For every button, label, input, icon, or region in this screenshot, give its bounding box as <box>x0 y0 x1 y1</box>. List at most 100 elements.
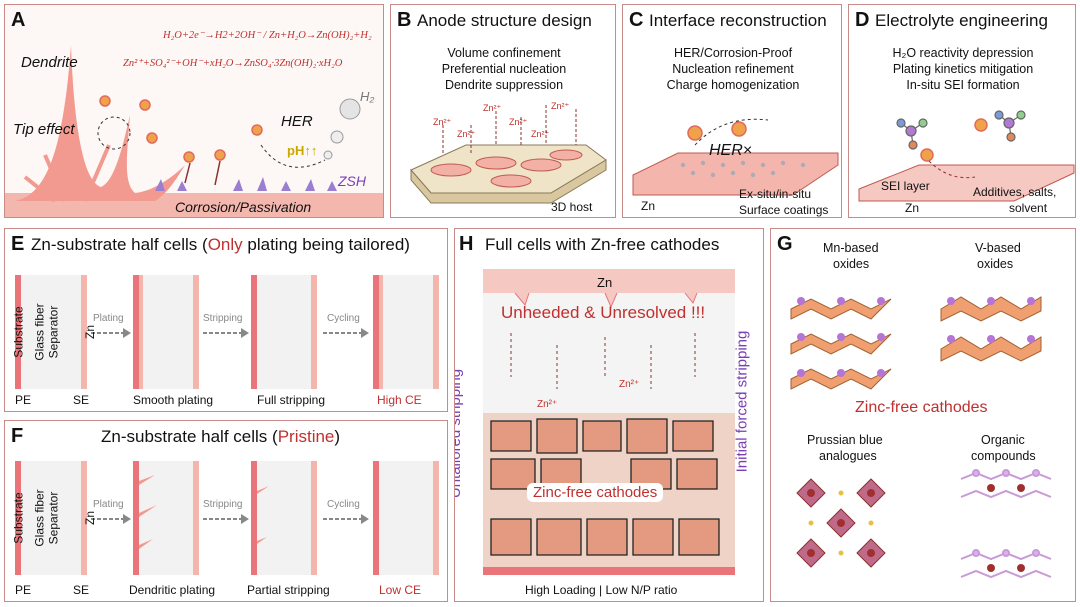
full-stripping-caption: Full stripping <box>257 393 326 407</box>
panel-h-label: H <box>459 233 474 255</box>
zn-ion-label: Zn²⁺ <box>457 129 476 139</box>
zn-ions <box>99 95 263 163</box>
zn-ion-label: Zn²⁺ <box>483 103 502 113</box>
pe-label: PE <box>15 583 32 597</box>
zinc-free-cathodes-label: Zinc-free cathodes <box>855 399 988 416</box>
zn-ion-label: Zn²⁺ <box>619 379 640 390</box>
plating-label: Plating <box>93 499 124 510</box>
organic-label-1: Organic <box>981 433 1025 447</box>
zsh-equation: Zn²⁺+SO₄²⁻+OH⁻+xH₂O→ZnSO₄·3Zn(OH)₂·xH₂O <box>123 58 343 69</box>
pe-label: PE <box>15 393 32 407</box>
panel-d-line: H₂O reactivity depression <box>892 46 1034 60</box>
substrate-label: Substrate <box>11 492 26 544</box>
stripping-label: Stripping <box>203 313 243 324</box>
panel-d-title: Electrolyte engineering <box>875 11 1048 30</box>
zn-ion-label: Zn²⁺ <box>433 117 452 127</box>
mn-oxide-structure <box>790 298 892 390</box>
panel-c-label: C <box>629 9 644 31</box>
zn-ion-label: Zn²⁺ <box>537 399 558 410</box>
smooth-plating-caption: Smooth plating <box>133 393 214 407</box>
stripping-label: Stripping <box>203 499 243 510</box>
zn-label: Zn <box>83 324 98 340</box>
separator-label: Separator <box>46 305 61 359</box>
panel-c-line: HER/Corrosion-Proof <box>673 46 793 60</box>
coating-label-1: Ex-situ/in-situ <box>739 187 812 201</box>
panel-e-title-highlight: Only <box>207 235 243 254</box>
substrate-label: Substrate <box>11 306 26 358</box>
panel-c-line: Charge homogenization <box>666 78 800 92</box>
separator-label: Separator <box>46 491 61 545</box>
panel-f-title-highlight: Pristine <box>277 427 335 446</box>
panel-f-illustration <box>15 461 439 575</box>
her-label: HER <box>281 113 313 130</box>
panel-d-line: Plating kinetics mitigation <box>892 62 1034 76</box>
panel-a-illustration <box>5 45 383 217</box>
cycling-label: Cycling <box>327 313 360 324</box>
zn-ion-label: Zn²⁺ <box>531 129 550 139</box>
panel-e-title-pre: Zn-substrate half cells ( <box>31 235 208 254</box>
panel-d-label: D <box>855 9 870 31</box>
panel-c: C Interface reconstruction HER/Corrosion… <box>622 4 842 218</box>
zn-label: Zn <box>641 199 656 213</box>
panel-b-line: Preferential nucleation <box>441 62 567 76</box>
zn-label: Zn <box>597 275 613 290</box>
panel-b-title: Anode structure design <box>417 11 592 30</box>
high-ce-caption: High CE <box>377 393 422 407</box>
zn-ion-label: Zn²⁺ <box>509 117 528 127</box>
mn-oxides-label-1: Mn-based <box>823 241 879 255</box>
panel-g-illustration <box>790 296 1052 579</box>
initial-forced-stripping-label: Initial forced stripping <box>733 330 751 473</box>
panel-h-illustration <box>483 269 735 575</box>
panel-h: H Full cells with Zn-free cathodes Zn Un… <box>454 228 764 602</box>
additive-molecules <box>896 110 1026 150</box>
panel-c-illustration <box>632 118 839 196</box>
mn-oxides-label-2: oxides <box>833 257 870 271</box>
glass-fiber-label: Glass fiber <box>32 489 47 547</box>
zsh-label: ZSH <box>338 173 366 189</box>
panel-d: D Electrolyte engineering H₂O reactivity… <box>848 4 1076 218</box>
panel-e-label: E <box>11 233 25 255</box>
organic-compound-structure <box>960 469 1052 579</box>
panel-c-title: Interface reconstruction <box>649 11 827 30</box>
panel-e-title: Zn-substrate half cells (Only plating be… <box>31 235 410 255</box>
tip-circle <box>97 116 131 150</box>
panel-g-label: G <box>777 233 793 255</box>
panel-f-title: Zn-substrate half cells (Pristine) <box>101 427 340 447</box>
ph-label: pH↑↑ <box>287 143 318 158</box>
zn-label: Zn <box>905 201 920 215</box>
panel-d-lines: H₂O reactivity depression Plating kineti… <box>849 45 1075 93</box>
panel-h-title: Full cells with Zn-free cathodes <box>485 235 720 254</box>
zn-label: Zn <box>83 510 98 526</box>
panel-e: E Zn-substrate half cells (Only plating … <box>4 228 448 412</box>
se-label: SE <box>73 393 90 407</box>
panel-f-title-post: ) <box>334 427 341 446</box>
panel-a-label: A <box>11 9 26 31</box>
prussian-blue-label-1: Prussian blue <box>807 433 883 447</box>
corrosion-label: Corrosion/Passivation <box>175 199 312 215</box>
panel-e-title-post: plating being tailored) <box>242 235 410 254</box>
panel-g: G Mn-based oxides V-based oxides Zinc-fr… <box>770 228 1076 602</box>
untailored-stripping-label: Untailored stripping <box>454 368 465 499</box>
cycling-label: Cycling <box>327 499 360 510</box>
v-oxide-structure <box>940 296 1042 362</box>
her-equation: H₂O+2e⁻→H2+2OH⁻ / Zn+H₂O→Zn(OH)₂+H₂ <box>163 30 372 41</box>
sei-label: SEI layer <box>881 179 930 193</box>
panel-d-illustration <box>858 110 1075 202</box>
panel-b-line: Dendrite suppression <box>444 78 564 92</box>
host-label: 3D host <box>551 200 593 214</box>
panel-e-illustration <box>15 275 439 389</box>
dendritic-plating-caption: Dendritic plating <box>129 583 216 597</box>
dendrite-label: Dendrite <box>21 54 78 71</box>
panel-a: A H₂O+2e⁻→H2+2OH⁻ / Zn+H₂O→Zn(OH)₂+H₂ Zn… <box>4 4 384 218</box>
low-ce-caption: Low CE <box>379 583 422 597</box>
organic-label-2: compounds <box>971 449 1036 463</box>
prussian-blue-structure <box>796 478 886 568</box>
panel-b-line: Volume confinement <box>447 46 561 60</box>
v-oxides-label-1: V-based <box>975 241 1021 255</box>
h2-label: H₂ <box>360 89 375 104</box>
zn-foil <box>483 269 735 293</box>
tip-effect-label: Tip effect <box>13 121 75 138</box>
cathode-particles <box>490 418 720 556</box>
panel-f: F Zn-substrate half cells (Pristine) Sub… <box>4 420 448 602</box>
panel-b-illustration <box>410 105 607 204</box>
